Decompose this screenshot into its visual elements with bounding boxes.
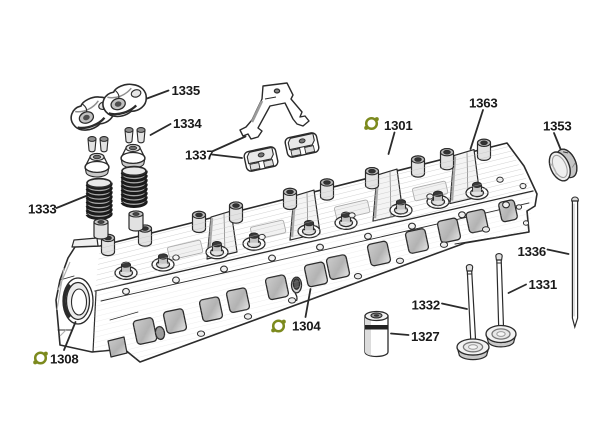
svg-text:1363: 1363	[469, 96, 498, 111]
svg-text:1333: 1333	[28, 202, 57, 217]
svg-text:1334: 1334	[173, 116, 202, 131]
svg-text:1301: 1301	[384, 118, 413, 133]
svg-text:1353: 1353	[543, 119, 572, 134]
svg-text:1335: 1335	[172, 83, 201, 98]
svg-text:1304: 1304	[292, 319, 321, 334]
svg-text:1332: 1332	[412, 298, 441, 313]
svg-text:1337: 1337	[185, 148, 214, 163]
svg-text:1327: 1327	[411, 329, 440, 344]
svg-text:1308: 1308	[50, 352, 79, 367]
svg-text:1336: 1336	[518, 244, 547, 259]
svg-text:1331: 1331	[529, 277, 558, 292]
